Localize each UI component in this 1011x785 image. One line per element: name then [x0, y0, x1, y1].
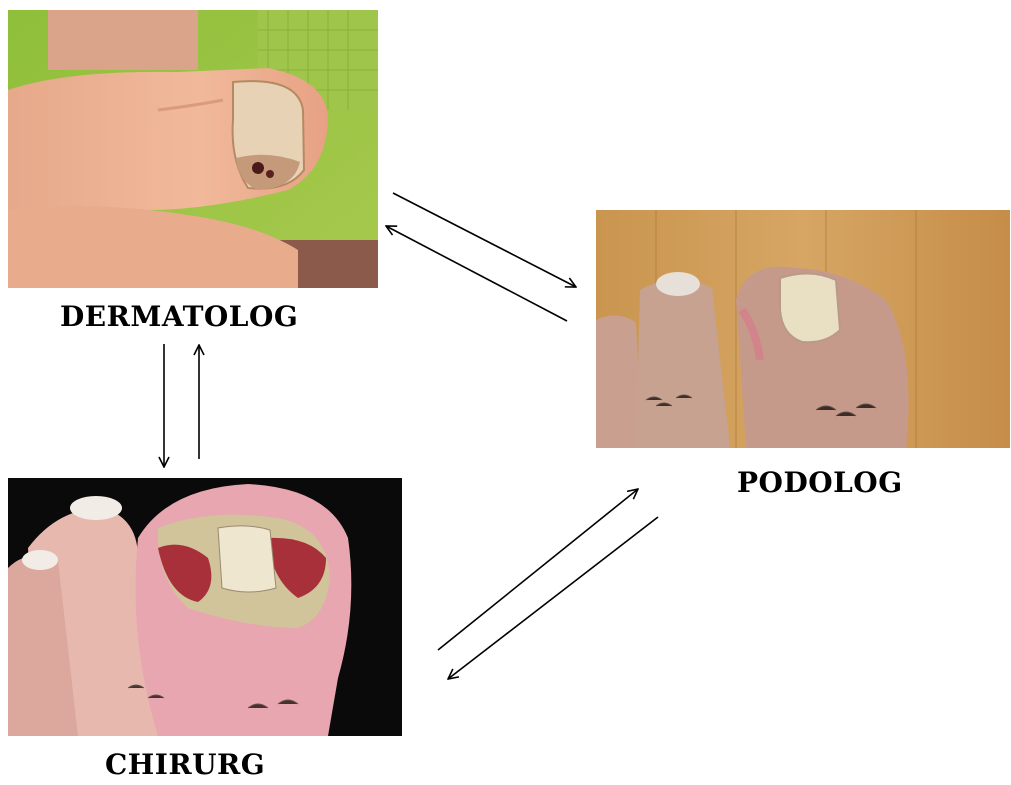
arrow-dermatolog-to-podolog — [393, 193, 576, 287]
arrow-podolog-to-chirurg — [448, 517, 658, 679]
arrow-chirurg-to-podolog — [438, 489, 638, 650]
arrow-podolog-to-dermatolog — [386, 226, 567, 321]
